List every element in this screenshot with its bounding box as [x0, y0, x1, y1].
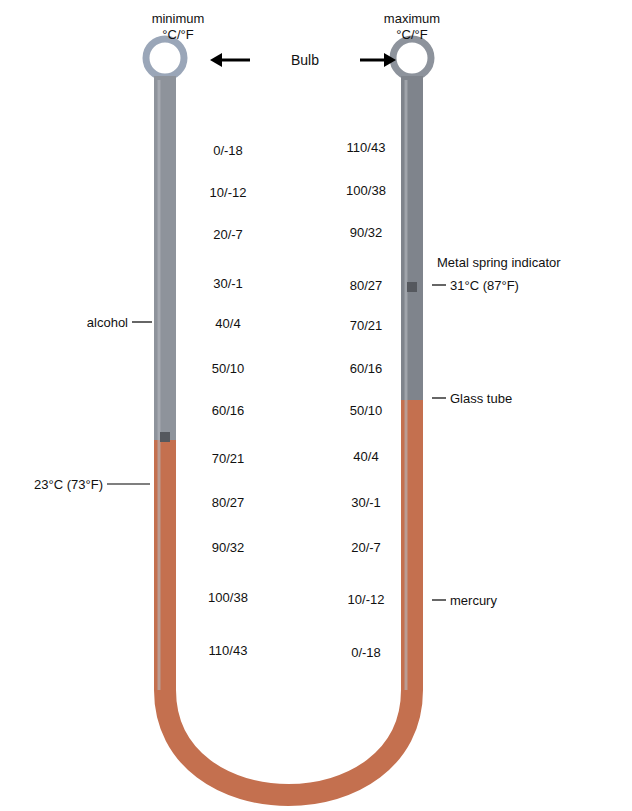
- scale-number: 70/21: [212, 451, 245, 466]
- leader-line: [107, 483, 150, 484]
- scale-number: 70/21: [350, 318, 383, 333]
- scale-number: 0/-18: [213, 143, 243, 158]
- temperature-label: 31°C (87°F): [450, 278, 519, 293]
- arrowhead: [384, 53, 396, 67]
- scale-number: 30/-1: [351, 495, 381, 510]
- part-label: Bulb: [291, 53, 319, 68]
- scale-number: 90/32: [350, 225, 383, 240]
- scale-number: 10/-12: [210, 185, 247, 200]
- part-label: Glass tube: [450, 391, 512, 406]
- scale-number: 110/43: [209, 643, 248, 658]
- scale-number: 10/-12: [348, 592, 385, 607]
- glass-highlight: [158, 80, 161, 690]
- bulb: [146, 39, 184, 77]
- leader-line: [132, 321, 152, 322]
- leader-line: [432, 284, 446, 285]
- scale-number: 30/-1: [213, 276, 243, 291]
- scale-number: 0/-18: [351, 645, 381, 660]
- scale-number: 60/16: [212, 403, 245, 418]
- scale-number: 110/43: [347, 140, 386, 155]
- title-label: minimum: [152, 11, 205, 26]
- scale-number: 50/10: [212, 361, 245, 376]
- spring-indicator: [160, 432, 170, 442]
- mercury-column: [165, 400, 412, 795]
- scale-number: 90/32: [212, 540, 245, 555]
- title-label: maximum: [384, 11, 440, 26]
- leader-line: [432, 599, 446, 600]
- scale-number: 80/27: [212, 495, 245, 510]
- arrow: [360, 59, 386, 62]
- part-label: mercury: [450, 593, 497, 608]
- glass-highlight: [405, 80, 408, 690]
- alcohol-column: [154, 76, 176, 440]
- scale-number: 60/16: [350, 361, 383, 376]
- scale-number: 20/-7: [351, 540, 381, 555]
- alcohol-column: [401, 76, 423, 400]
- scale-number: 40/4: [353, 449, 378, 464]
- spring-indicator: [407, 282, 417, 292]
- scale-number: 100/38: [346, 183, 386, 198]
- bulb: [393, 39, 431, 77]
- leader-line: [432, 397, 446, 398]
- arrow: [220, 59, 250, 62]
- scale-number: 20/-7: [213, 227, 243, 242]
- scale-number: 100/38: [208, 590, 248, 605]
- part-label: Metal spring indicator: [437, 255, 561, 270]
- part-label: alcohol: [87, 315, 128, 330]
- scale-number: 50/10: [350, 403, 383, 418]
- scale-number: 80/27: [350, 278, 383, 293]
- scale-number: 40/4: [215, 316, 240, 331]
- unit-label: °C/°F: [162, 27, 193, 42]
- unit-label: °C/°F: [396, 27, 427, 42]
- arrowhead: [210, 53, 222, 67]
- temperature-label: 23°C (73°F): [34, 477, 103, 492]
